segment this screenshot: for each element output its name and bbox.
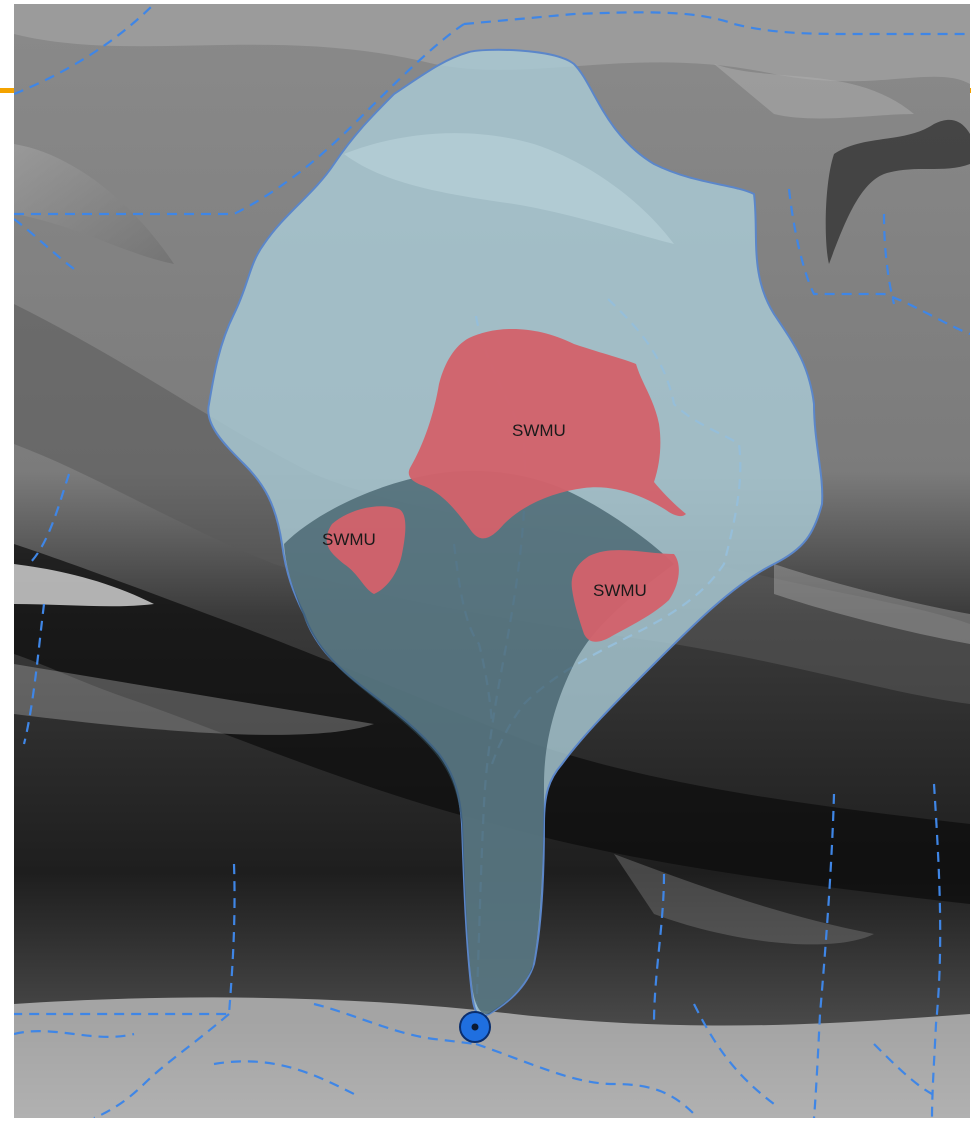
- map-viewport[interactable]: SWMU SWMU SWMU: [14, 4, 970, 1118]
- swmu-polygons[interactable]: [326, 328, 686, 642]
- swmu-left-polygon[interactable]: [326, 506, 406, 594]
- orange-accent-bar-left: [0, 88, 18, 93]
- swmu-right-polygon[interactable]: [571, 550, 679, 642]
- swmu-label-right: SWMU: [593, 581, 647, 600]
- swmu-label-left: SWMU: [322, 530, 376, 549]
- map-canvas[interactable]: SWMU SWMU SWMU: [14, 4, 970, 1118]
- swmu-label-top: SWMU: [512, 421, 566, 440]
- pour-point-marker[interactable]: [459, 1011, 491, 1043]
- swmu-top-polygon[interactable]: [408, 328, 686, 539]
